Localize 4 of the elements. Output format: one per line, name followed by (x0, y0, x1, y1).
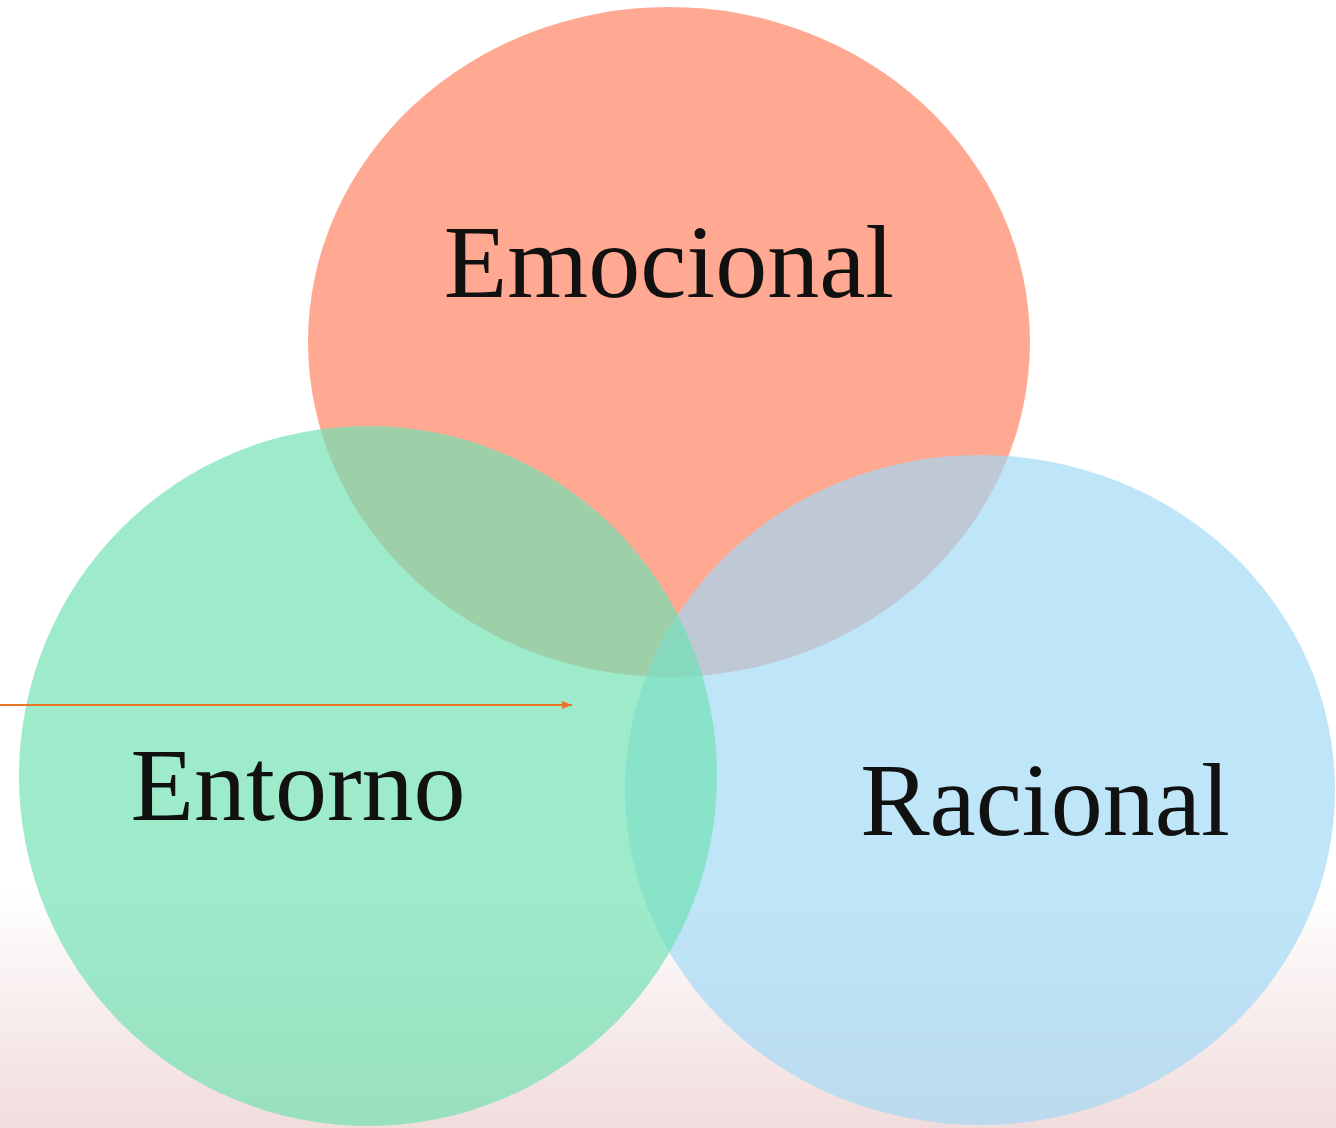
set-label: Racional (860, 748, 1230, 852)
set-label: Entorno (130, 733, 466, 837)
arrow (0, 701, 573, 709)
set-label: Emocional (443, 210, 895, 314)
